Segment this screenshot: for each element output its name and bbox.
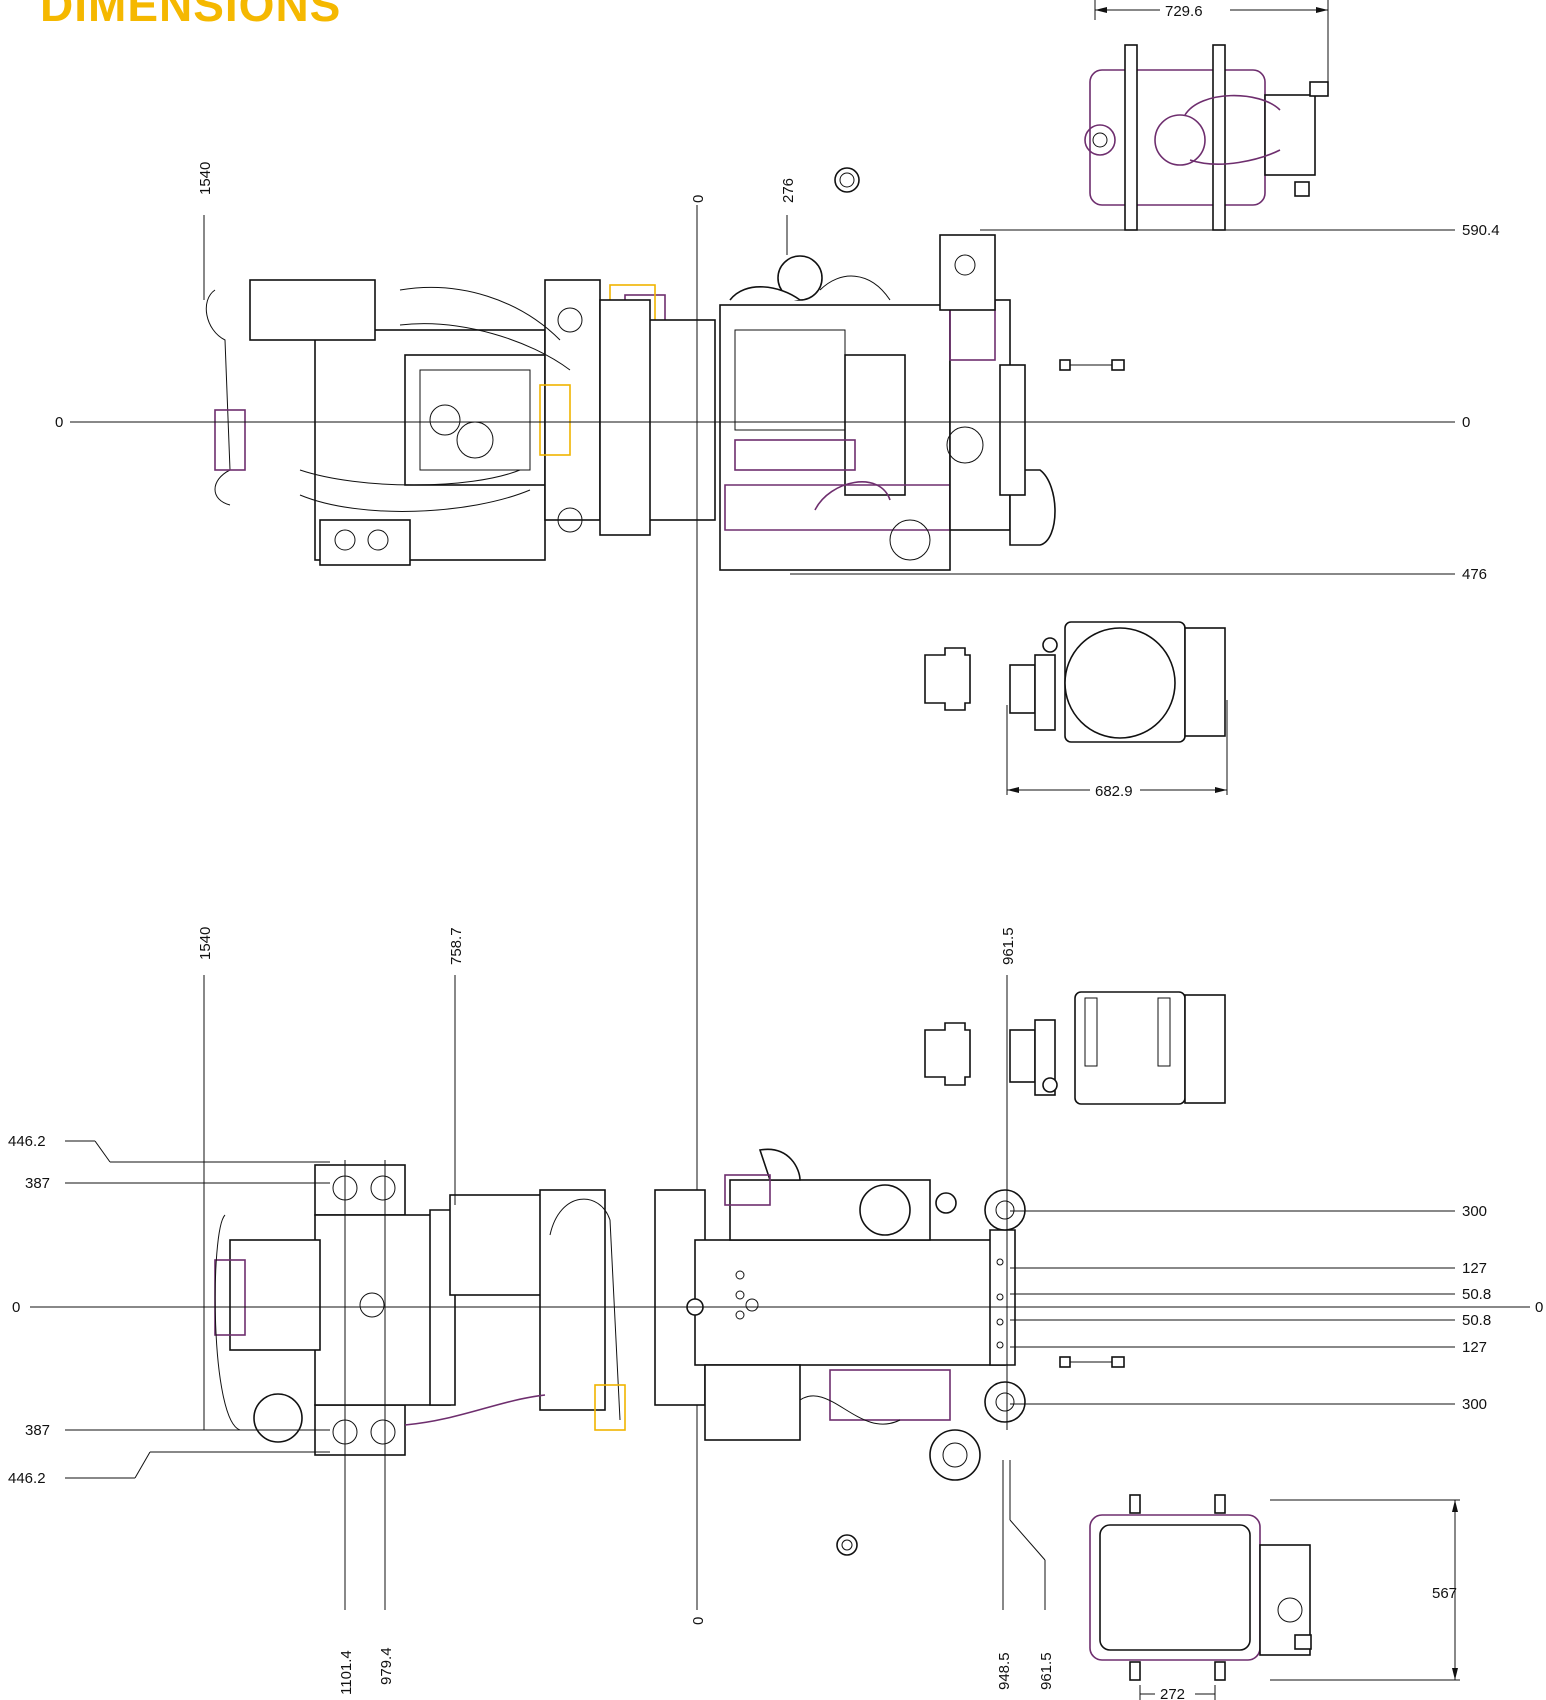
dim-label-682: 682.9 <box>1095 783 1133 800</box>
dim-label-0-bottom-right: 0 <box>1535 1299 1543 1316</box>
dim-label-1540-bottom: 1540 <box>197 927 214 960</box>
dim-label-446-bottom: 446.2 <box>8 1470 46 1487</box>
bolt-row <box>735 1270 759 1320</box>
dim-label-50-8-top: 50.8 <box>1462 1286 1491 1303</box>
dim-label-1540-top: 1540 <box>197 162 214 195</box>
dim-label-127-bottom: 127 <box>1462 1339 1487 1356</box>
dim-label-0-top-center: 0 <box>690 195 707 203</box>
dim-label-1101: 1101.4 <box>338 1650 355 1695</box>
dim-label-387-bottom: 387 <box>25 1422 50 1439</box>
dim-label-387-top: 387 <box>25 1175 50 1192</box>
dim-label-127-top: 127 <box>1462 1260 1487 1277</box>
dim-label-961-top: 961.5 <box>1000 927 1017 965</box>
dim-label-729: 729.6 <box>1165 3 1203 20</box>
top-right-pump-view <box>1084 44 1329 231</box>
dim-label-272: 272 <box>1160 1686 1185 1700</box>
dim-label-961-bottom: 961.5 <box>1038 1652 1055 1690</box>
page-title: DIMENSIONS <box>40 0 342 31</box>
dim-label-567: 567 <box>1432 1585 1457 1602</box>
bottom-engine-view <box>214 1148 1125 1556</box>
dim-label-948: 948.5 <box>996 1652 1013 1690</box>
dim-label-446-top: 446.2 <box>8 1133 46 1150</box>
dim-label-476: 476 <box>1462 566 1487 583</box>
dim-label-979: 979.4 <box>378 1647 395 1685</box>
dim-label-758: 758.7 <box>448 927 465 965</box>
dim-label-300-top: 300 <box>1462 1203 1487 1220</box>
bottom-right-pump-view <box>1089 1494 1312 1681</box>
dim-label-276: 276 <box>780 178 797 203</box>
air-filter-bottom <box>924 991 1226 1105</box>
top-engine-view <box>205 167 1125 571</box>
dim-label-50-8-bottom: 50.8 <box>1462 1312 1491 1329</box>
dim-label-0-bottom-center: 0 <box>690 1617 707 1625</box>
dim-label-300-bottom: 300 <box>1462 1396 1487 1413</box>
dim-label-0-top-right: 0 <box>1462 414 1470 431</box>
dim-label-0-top-left: 0 <box>55 414 63 431</box>
dim-label-0-bottom-left: 0 <box>12 1299 20 1316</box>
dim-label-590: 590.4 <box>1462 222 1500 239</box>
air-filter-top <box>924 621 1226 743</box>
